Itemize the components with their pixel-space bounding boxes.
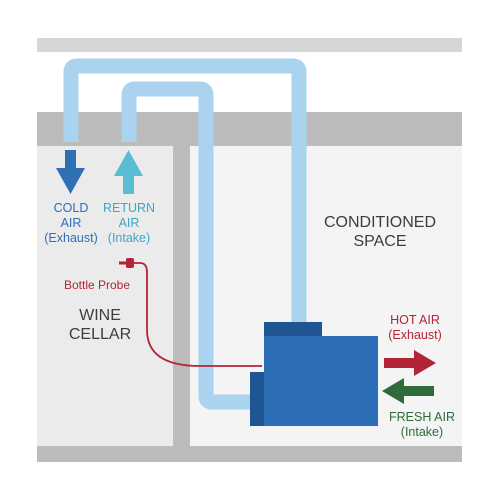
roof-band	[37, 38, 462, 52]
bottle-probe-icon	[119, 258, 262, 367]
return-air-up-arrow-icon	[114, 150, 143, 194]
return-air-label: RETURN AIR (Intake)	[96, 201, 162, 246]
cold-air-duct	[63, 58, 307, 325]
cold-air-label: COLD AIR (Exhaust)	[30, 201, 112, 246]
cold-air-down-arrow-icon	[56, 150, 85, 194]
return-air-duct	[121, 81, 250, 410]
fresh-air-line-2: (Intake)	[400, 425, 444, 439]
wine-cellar-line-1: WINE	[79, 307, 121, 324]
return-air-line-2: AIR	[118, 216, 140, 230]
conditioned-space-line-1: CONDITIONED	[324, 214, 436, 231]
hot-air-right-arrow-icon	[384, 350, 436, 376]
return-air-line-3: (Intake)	[107, 231, 151, 245]
cold-air-line-2: AIR	[60, 216, 82, 230]
bottle-probe-text: Bottle Probe	[63, 278, 131, 292]
wine-cellar-label: WINE CELLAR	[50, 306, 150, 344]
conditioned-space-line-2: SPACE	[353, 233, 407, 251]
fresh-air-label: FRESH AIR (Intake)	[380, 410, 464, 440]
fresh-air-left-arrow-icon	[382, 378, 434, 404]
floor-wall	[37, 446, 462, 462]
hot-air-line-2: (Exhaust)	[388, 328, 442, 342]
return-air-line-1: RETURN	[102, 201, 156, 215]
fresh-air-line-1: FRESH AIR	[389, 410, 455, 424]
cold-air-line-1: COLD	[53, 201, 89, 215]
interior-wall	[173, 146, 190, 446]
bottle-probe-label: Bottle Probe	[41, 278, 153, 292]
hot-air-label: HOT AIR (Exhaust)	[378, 313, 452, 343]
cold-air-line-3: (Exhaust)	[44, 231, 98, 245]
cooling-unit	[250, 322, 378, 426]
wine-cellar-room	[37, 146, 173, 446]
wine-cellar-line-2: CELLAR	[68, 326, 132, 344]
conditioned-space-label: CONDITIONED SPACE	[300, 213, 460, 251]
ceiling-wall	[37, 112, 462, 146]
hot-air-line-1: HOT AIR	[390, 313, 440, 327]
